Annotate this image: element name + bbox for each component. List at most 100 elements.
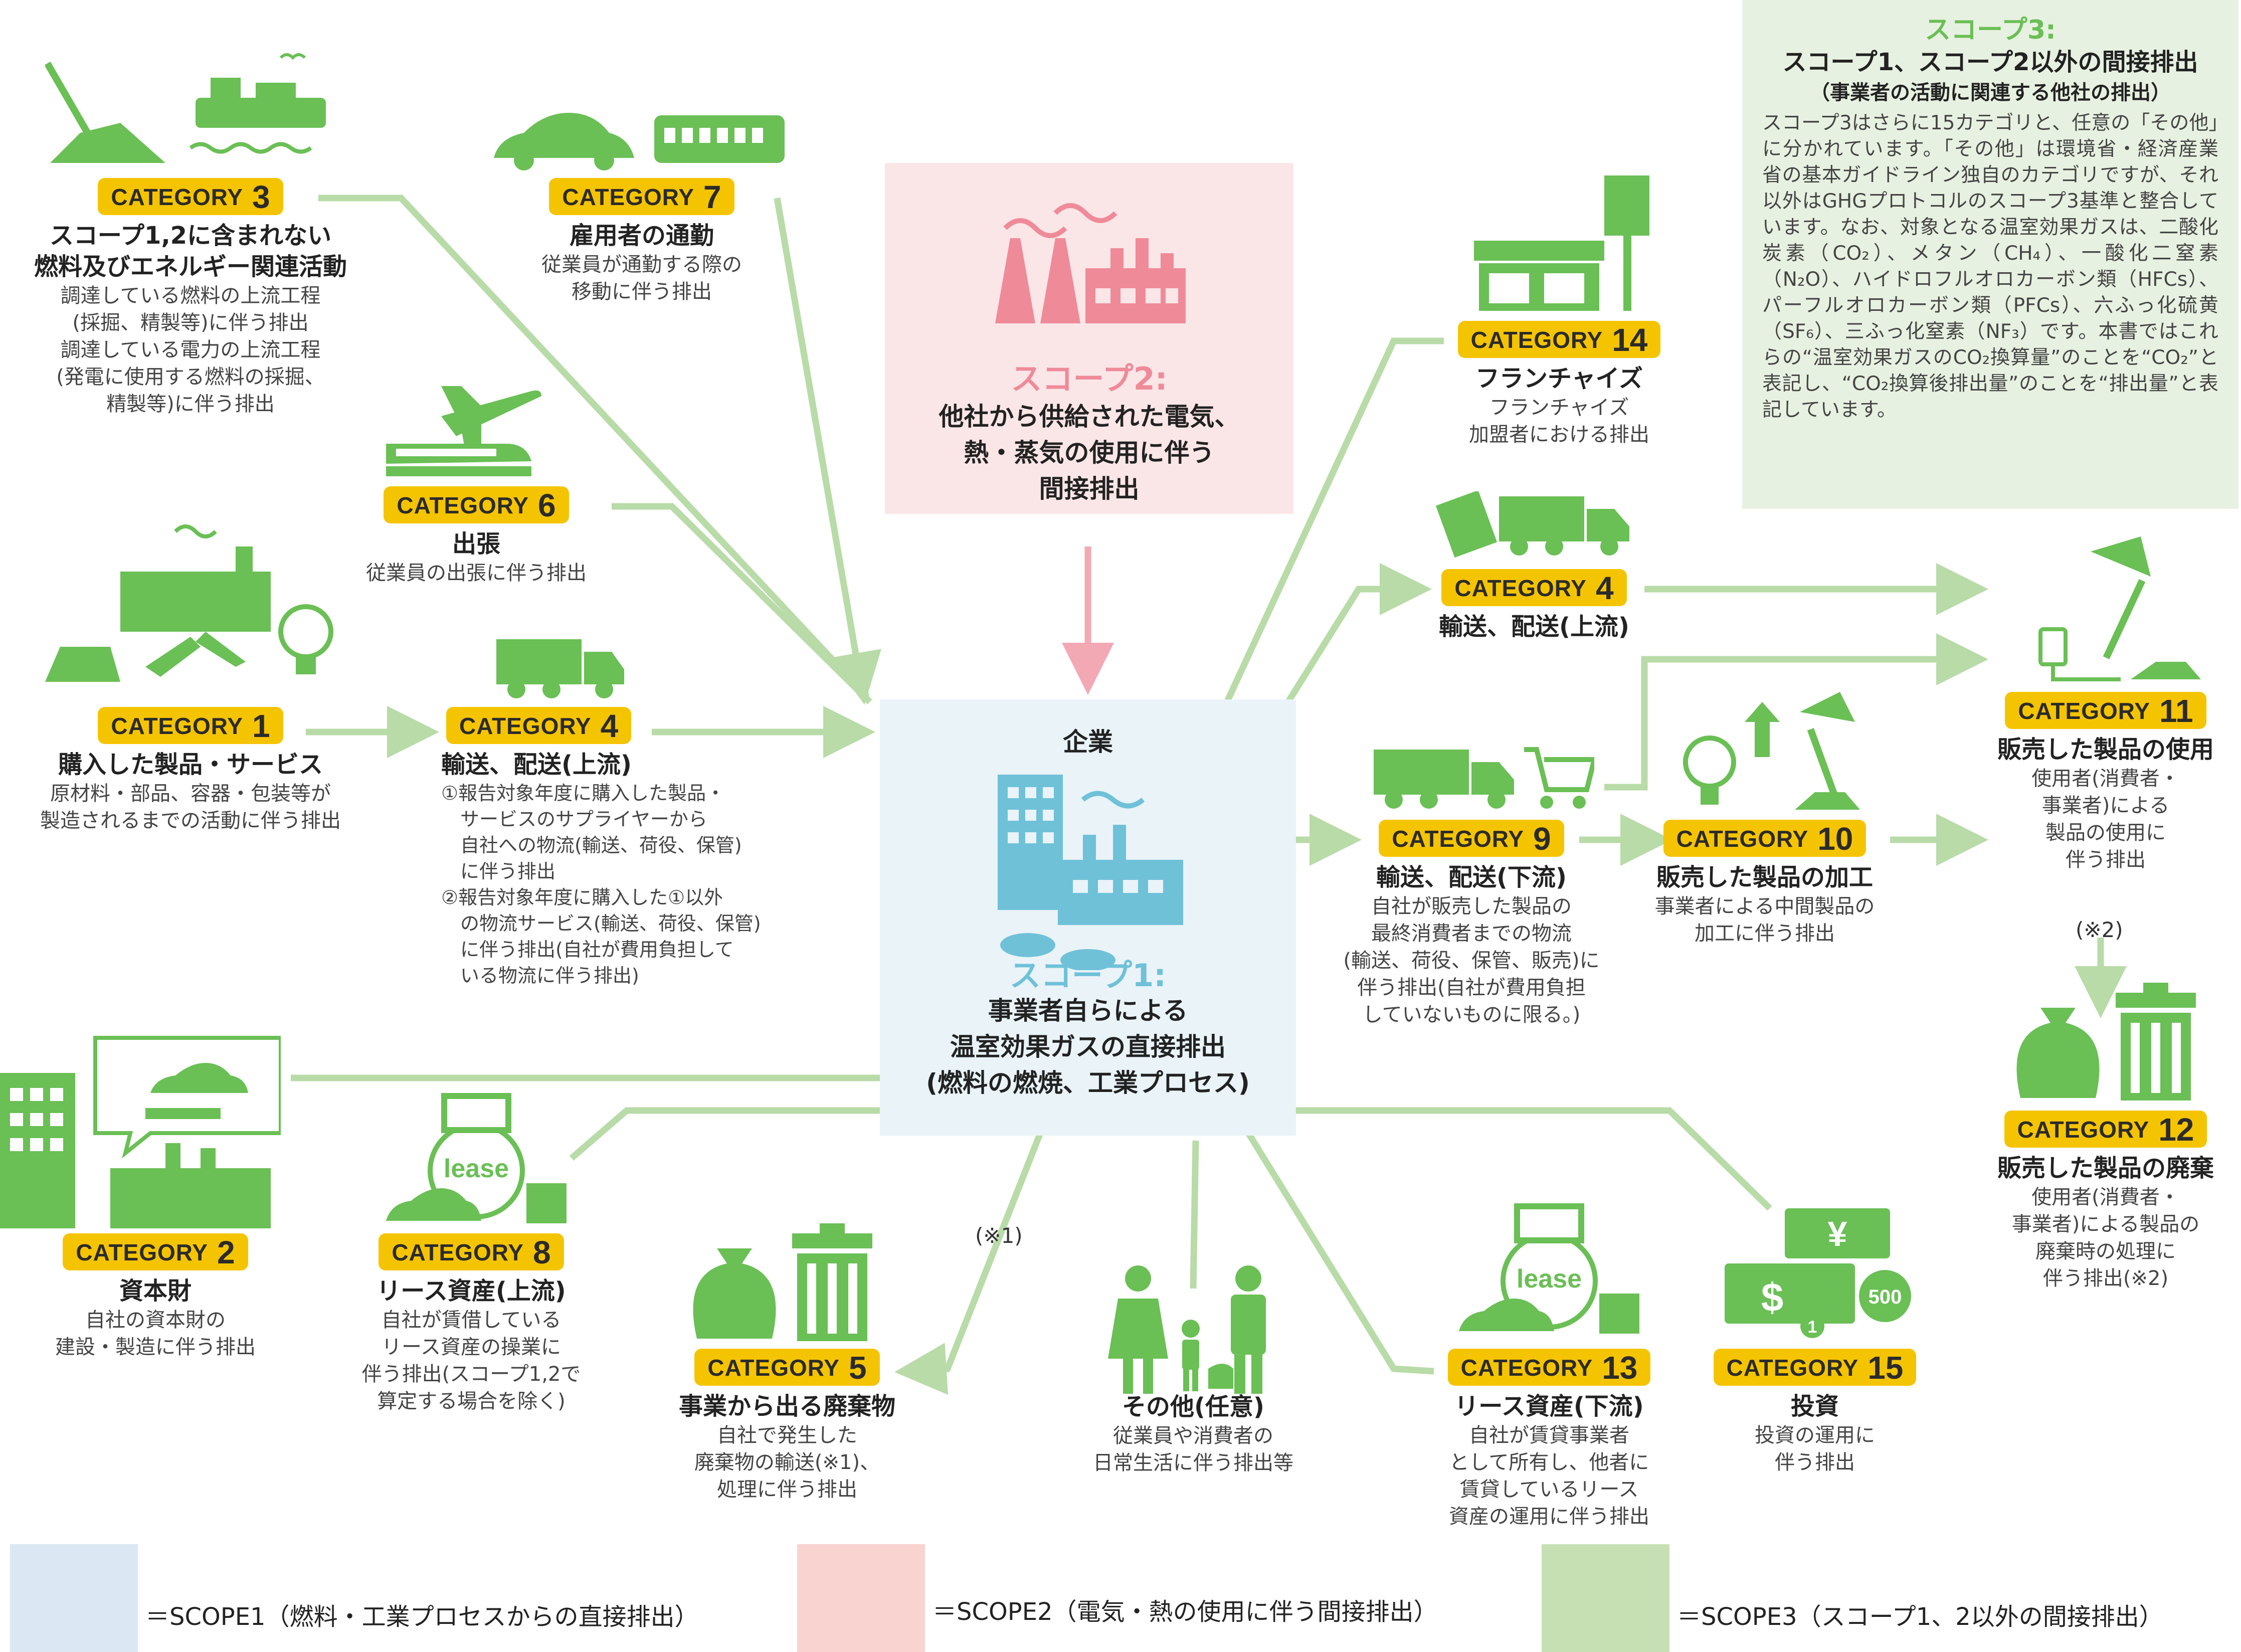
note-2: (※2) (2076, 917, 2123, 942)
lamp-bulb-icon (1683, 692, 1860, 810)
car-train-icon (494, 113, 785, 170)
category-description: ①報告対象年度に購入した製品・ サービスのサプライヤーから 自社への物流(輸送、… (441, 782, 761, 987)
category-description: 使用者(消費者・ 事業者)による製品の 廃棄時の処理に 伴う排出(※2) (2011, 1186, 2200, 1290)
scope1-title: スコープ1: (1009, 957, 1167, 994)
legend-label-scope2: ＝SCOPE2（電気・熱の使用に伴う間接排出） (932, 1598, 1438, 1626)
company-label: 企業 (1063, 727, 1113, 757)
scope1-body: 事業者自らによる 温室効果ガスの直接排出 (燃料の燃焼、工業プロセス) (926, 996, 1250, 1097)
coin-1-label: 1 (1808, 1318, 1817, 1337)
category-title: 雇用者の通勤 (569, 222, 714, 250)
truck-icon (1435, 491, 1629, 558)
scope3-description-box: スコープ3: スコープ1、スコープ2以外の間接排出 （事業者の活動に関連する他社… (1742, 0, 2238, 509)
scope2-box: スコープ2: 他社から供給された電気、 熱・蒸気の使用に伴う 間接排出 (885, 163, 1293, 514)
line-cat5 (894, 1132, 1044, 1395)
coin-500-label: 500 (1869, 1286, 1902, 1308)
yen-label: ¥ (1828, 1214, 1847, 1253)
legend-swatch-scope2 (797, 1544, 925, 1652)
truck-cart-icon (1374, 747, 1594, 809)
line-cat4b-in (1280, 563, 1432, 711)
note-1: (※1) (975, 1223, 1023, 1248)
airplane-train-icon (386, 386, 541, 476)
category-description: 調達している燃料の上流工程 (採掘、精製等)に伴う排出 調達している電力の上流工… (56, 284, 325, 416)
line-cat7 (774, 197, 881, 705)
category-description: 原材料・部品、容器・包装等が 製造されるまでの活動に伴う排出 (40, 782, 341, 832)
lease-icon: lease (386, 1093, 567, 1223)
category-title: 販売した製品の使用 (1997, 736, 2214, 764)
waste-bag-bin-icon (693, 1223, 872, 1341)
line-cat8 (569, 1107, 880, 1161)
capital-goods-icon (0, 1036, 281, 1228)
factory-icon (995, 203, 1186, 323)
category-title: リース資産(下流) (1454, 1392, 1644, 1420)
lease-label: lease (444, 1154, 509, 1183)
lease-icon: lease (1459, 1203, 1639, 1334)
line-cat15 (1293, 1107, 1772, 1211)
desk-lamp-icon (2038, 536, 2201, 681)
scope3-title: スコープ3: (1925, 15, 2056, 45)
category-title: 輸送、配送(下流) (1376, 863, 1567, 891)
category-description: 自社で発生した 廃棄物の輸送(※1)、 処理に伴う排出 (694, 1424, 880, 1501)
category-other: その他(任意) 従業員や消費者の 日常生活に伴う排出等 (1043, 1386, 1344, 1477)
category-title: 投資 (1790, 1392, 1839, 1420)
line-cat3 (318, 195, 870, 699)
category-title: 資本財 (119, 1277, 192, 1305)
scope1-box: 企業 スコープ1: 事業者自らによる 温室効果ガスの直接排出 (燃料の燃焼、工業… (880, 699, 1296, 1136)
factory-resources-icon (45, 524, 333, 682)
dollar-label: $ (1761, 1275, 1784, 1320)
line-other (1190, 1140, 1199, 1289)
legend-swatch-scope3 (1542, 1544, 1669, 1652)
legend-swatch-scope1 (10, 1544, 138, 1652)
money-icon: ¥ $ 500 1 (1725, 1208, 1911, 1338)
category-title: 事業から出る廃棄物 (678, 1392, 895, 1420)
category-description: 自社の資本財の 建設・製造に伴う排出 (55, 1309, 256, 1359)
scope3-subtitle: スコープ1、スコープ2以外の間接排出 (1782, 48, 2198, 76)
category-description: 従業員や消費者の 日常生活に伴う排出等 (1093, 1424, 1293, 1475)
category-title: フランチャイズ (1475, 364, 1643, 393)
waste-bag-bin-icon (2016, 983, 2196, 1100)
scope3-subtitle-note: （事業者の活動に関連する他社の排出） (1810, 81, 2171, 104)
scope2-body: 他社から供給された電気、 熱・蒸気の使用に伴う 間接排出 (939, 402, 1240, 503)
legend-label-scope1: ＝SCOPE1（燃料・工業プロセスからの直接排出） (145, 1603, 699, 1631)
category-title: 出張 (452, 530, 500, 558)
line-cat14 (1223, 337, 1444, 706)
scope3-body-text: スコープ3はさらに15カテゴリと、任意の「その他」に分かれています。「その他」は… (1762, 112, 2218, 421)
company-building-icon (998, 775, 1183, 970)
category-title: スコープ1,2に含まれない 燃料及びエネルギー関連活動 (34, 222, 347, 281)
legend-label-scope3: ＝SCOPE3（スコープ1、2以外の間接排出） (1677, 1603, 2163, 1631)
category-title: 輸送、配送(上流) (1439, 613, 1629, 641)
category-description: フランチャイズ 加盟者における排出 (1469, 396, 1649, 446)
category-description: 使用者(消費者・ 事業者)による 製品の使用に 伴う排出 (2031, 767, 2180, 871)
line-cat6 (612, 503, 872, 704)
scope2-title: スコープ2: (1011, 360, 1168, 397)
